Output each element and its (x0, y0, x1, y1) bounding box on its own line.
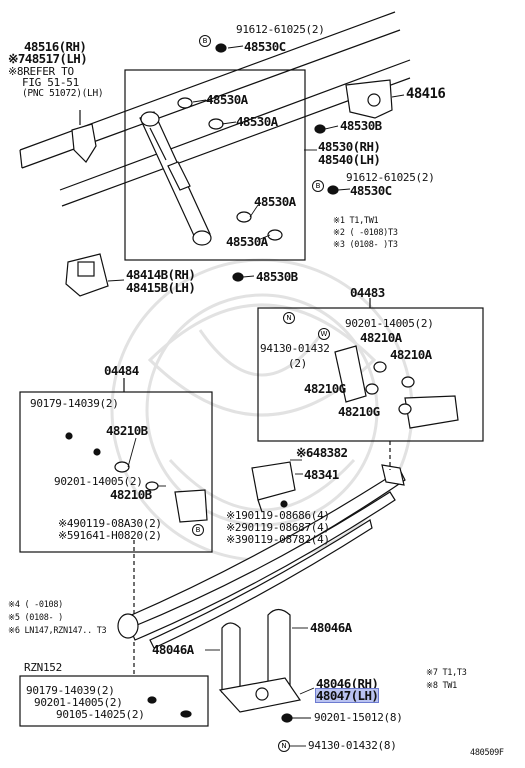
rzn152-box (19, 675, 209, 727)
label-rzn152: RZN152 (24, 661, 62, 674)
label-48530B-2[interactable]: 48530B (256, 269, 298, 284)
label-48530A-2[interactable]: 48530A (236, 114, 278, 129)
label-48047LH-highlighted[interactable]: 48047(LH) (314, 688, 380, 703)
label-48415B[interactable]: 48415B(LH) (126, 280, 196, 295)
note-3: ※3 (0108- )T3 (333, 240, 398, 250)
label-91612-61025-mid[interactable]: 91612-61025(2) (346, 171, 435, 184)
label-48046RH[interactable]: 48046(RH) (316, 676, 379, 691)
figure-number: 480509F (470, 748, 504, 758)
u-bolts-48046A (221, 608, 291, 693)
shackle-plates (334, 345, 459, 429)
nuts (147, 696, 293, 723)
label-94130-01432-a[interactable]: 94130-01432 (260, 342, 330, 355)
bracket-48416 (345, 79, 393, 119)
note-5: ※5 (0108- ) (8, 613, 63, 623)
note-4: ※4 ( -0108) (8, 600, 63, 610)
label-90119-08686[interactable]: ※190119-08686(4) (226, 509, 330, 522)
label-94130-01432-b[interactable]: 94130-01432(8) (308, 739, 397, 752)
label-48530A-4[interactable]: 48530A (226, 234, 268, 249)
label-90119-08687[interactable]: ※290119-08687(4) (226, 521, 330, 534)
label-90179-14039-b[interactable]: 90179-14039(2) (26, 684, 115, 697)
label-90179-14039-a[interactable]: 90179-14039(2) (30, 397, 119, 410)
label-kit-04483[interactable]: 04483 (350, 285, 385, 300)
note-refer-line1: ※8REFER TO (8, 65, 74, 78)
label-90201-14005-a[interactable]: 90201-14005(2) (345, 317, 434, 330)
hanger-48516 (71, 123, 97, 163)
label-48341[interactable]: 48341 (304, 467, 339, 482)
label-48210A-2[interactable]: 48210A (390, 347, 432, 362)
plate-48046 (218, 677, 302, 713)
label-94130-qty: (2) (288, 357, 307, 370)
label-90201-14005-b[interactable]: 90201-14005(2) (54, 475, 143, 488)
label-kit-04484[interactable]: 04484 (104, 363, 139, 378)
note-7: ※7 T1,T3 (426, 668, 467, 678)
note-8: ※8 TW1 (426, 681, 457, 691)
label-48530C-top[interactable]: 48530C (244, 39, 286, 54)
label-90201-15012[interactable]: 90201-15012(8) (314, 711, 403, 724)
label-48046A-2[interactable]: 48046A (310, 620, 352, 635)
washers (215, 43, 339, 282)
label-48540LH[interactable]: 48540(LH) (318, 152, 381, 167)
note-1: ※1 T1,TW1 (333, 216, 379, 226)
label-48414B[interactable]: 48414B(RH) (126, 267, 196, 282)
note-refer-line3: (PNC 51072)(LH) (22, 88, 104, 99)
label-48046A-1[interactable]: 48046A (152, 642, 194, 657)
label-48382[interactable]: ※648382 (296, 445, 348, 460)
label-48210G-1[interactable]: 48210G (304, 381, 346, 396)
circle-b-marker: B (199, 35, 211, 47)
label-48210B-1[interactable]: 48210B (106, 423, 148, 438)
label-48210A-1[interactable]: 48210A (360, 330, 402, 345)
circle-n-marker: N (283, 312, 295, 324)
seat-48341 (251, 461, 296, 513)
label-91641-H0820[interactable]: ※591641-H0820(2) (58, 529, 162, 542)
label-90119-08782[interactable]: ※390119-08782(4) (226, 533, 330, 546)
label-90201-14005-c[interactable]: 90201-14005(2) (34, 696, 123, 709)
shock-absorber (139, 111, 212, 246)
shackle-b (65, 432, 208, 523)
dashed-leaders (133, 441, 391, 676)
leaf-spring (117, 464, 406, 649)
label-48530A-1[interactable]: 48530A (206, 92, 248, 107)
label-48530B-1[interactable]: 48530B (340, 118, 382, 133)
label-48516[interactable]: 48516(RH) (24, 39, 87, 54)
label-48530RH[interactable]: 48530(RH) (318, 139, 381, 154)
label-48517[interactable]: ※748517(LH) (8, 51, 88, 66)
note-2: ※2 ( -0108)T3 (333, 228, 398, 238)
bushings-48530A (177, 97, 283, 241)
shock-frame-box (124, 69, 306, 261)
label-48210B-2[interactable]: 48210B (110, 487, 152, 502)
bracket-48414B (65, 253, 109, 297)
label-90119-08A30[interactable]: ※490119-08A30(2) (58, 517, 162, 530)
label-48210G-2[interactable]: 48210G (338, 404, 380, 419)
circle-w-marker: W (318, 328, 330, 340)
label-48416[interactable]: 48416 (406, 86, 446, 102)
label-48530A-3[interactable]: 48530A (254, 194, 296, 209)
circle-n-marker: N (278, 740, 290, 752)
label-91612-61025-top[interactable]: 91612-61025(2) (236, 23, 325, 36)
circle-b-marker: B (192, 524, 204, 536)
label-90105-14025[interactable]: 90105-14025(2) (56, 708, 145, 721)
note-6: ※6 LN147,RZN147.. T3 (8, 626, 107, 636)
note-refer-line2: FIG 51-51 (22, 76, 79, 89)
label-48530C-mid[interactable]: 48530C (350, 183, 392, 198)
kit-04484-box (19, 391, 213, 553)
bushings-48210A (365, 361, 415, 415)
circle-b-marker: B (312, 180, 324, 192)
leader-lines (107, 45, 405, 747)
